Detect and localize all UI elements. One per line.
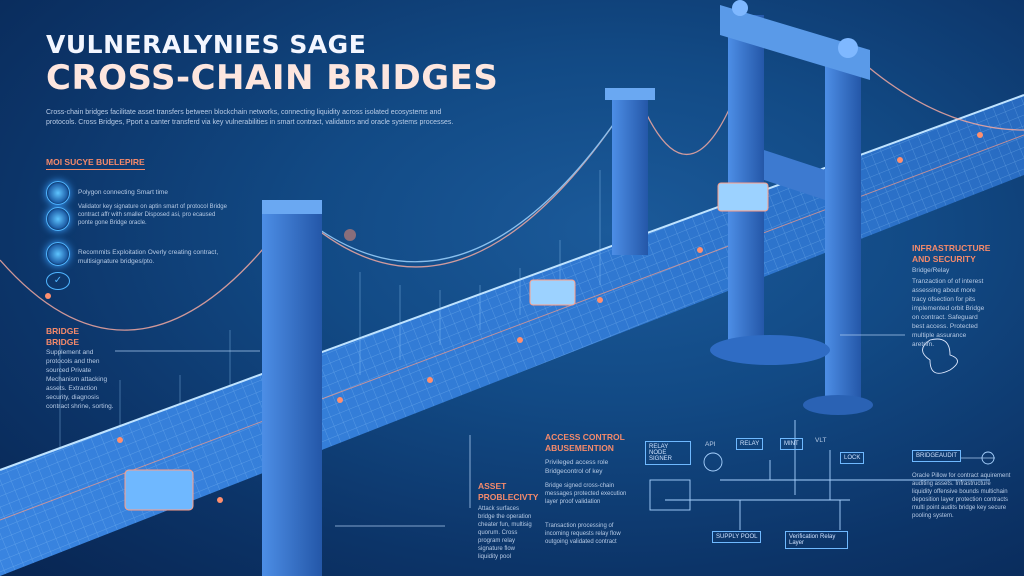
circuit-lines bbox=[649, 338, 995, 530]
diagram-box-lock: LOCK bbox=[840, 452, 865, 464]
diagram-box-mint: MINT bbox=[780, 438, 803, 450]
bridge-audit-label: BRIDGEAUDIT bbox=[912, 450, 962, 462]
left-item-1: Polygon connecting Smart time bbox=[78, 189, 168, 196]
check-icon: ✓ bbox=[46, 272, 70, 290]
title-line-1: VULNERALYNIES SAGE bbox=[46, 30, 367, 59]
mid-left-heading: BRIDGE BRIDGE bbox=[46, 326, 80, 347]
left-item-3: Recommits Exploitation Overly creating c… bbox=[78, 249, 219, 265]
diagram-node-api: API bbox=[705, 441, 716, 448]
vehicles bbox=[124, 182, 769, 511]
shield-lock-icon bbox=[46, 181, 70, 205]
header-description: Cross-chain bridges facilitate asset tra… bbox=[46, 109, 454, 126]
mid-left-text: Supplement and protocols and then source… bbox=[46, 349, 114, 410]
asset-heading: ASSET PROBLECIVTY bbox=[478, 481, 539, 502]
user-key-icon bbox=[46, 242, 70, 266]
diagram-box-relay-node: RELAY NODE SIGNER bbox=[645, 441, 691, 465]
right-panel-heading: INFRASTRUCTURE AND SECURITY bbox=[912, 243, 991, 264]
server-icon bbox=[46, 207, 70, 231]
right-panel-text: Tranzaction of of interest assessing abo… bbox=[912, 278, 985, 348]
right-panel-subheading: Bridge/Relay bbox=[912, 267, 950, 274]
diagram-box-relay: RELAY bbox=[736, 438, 764, 450]
right-lower-text: Oracle Pillow for contract aquirement au… bbox=[912, 473, 1011, 519]
access-text-3: Transaction processing of incoming reque… bbox=[545, 523, 621, 545]
diagram-box-verification: Verification Relay Layer bbox=[785, 531, 848, 549]
diagram-node-vlt: VLT bbox=[815, 437, 827, 444]
asset-text: Attack surfaces bridge the operation che… bbox=[478, 506, 532, 560]
left-panel-heading: MOI SUCYE BUELEPIRE bbox=[46, 157, 145, 170]
diagram-box-supply-pool: SUPPLY POOL bbox=[712, 531, 762, 543]
access-text-1: Privileged access role Bridgecontrol of … bbox=[545, 459, 609, 475]
title-line-2: CROSS-CHAIN BRIDGES bbox=[46, 58, 499, 98]
access-text-2: Bridge signed cross-chain messages prote… bbox=[545, 483, 627, 505]
access-heading: ACCESS CONTROL ABUSEMENTION bbox=[545, 432, 625, 453]
left-item-2: Validator key signature on aptin smart o… bbox=[78, 204, 227, 226]
bridge-towers bbox=[262, 0, 873, 576]
